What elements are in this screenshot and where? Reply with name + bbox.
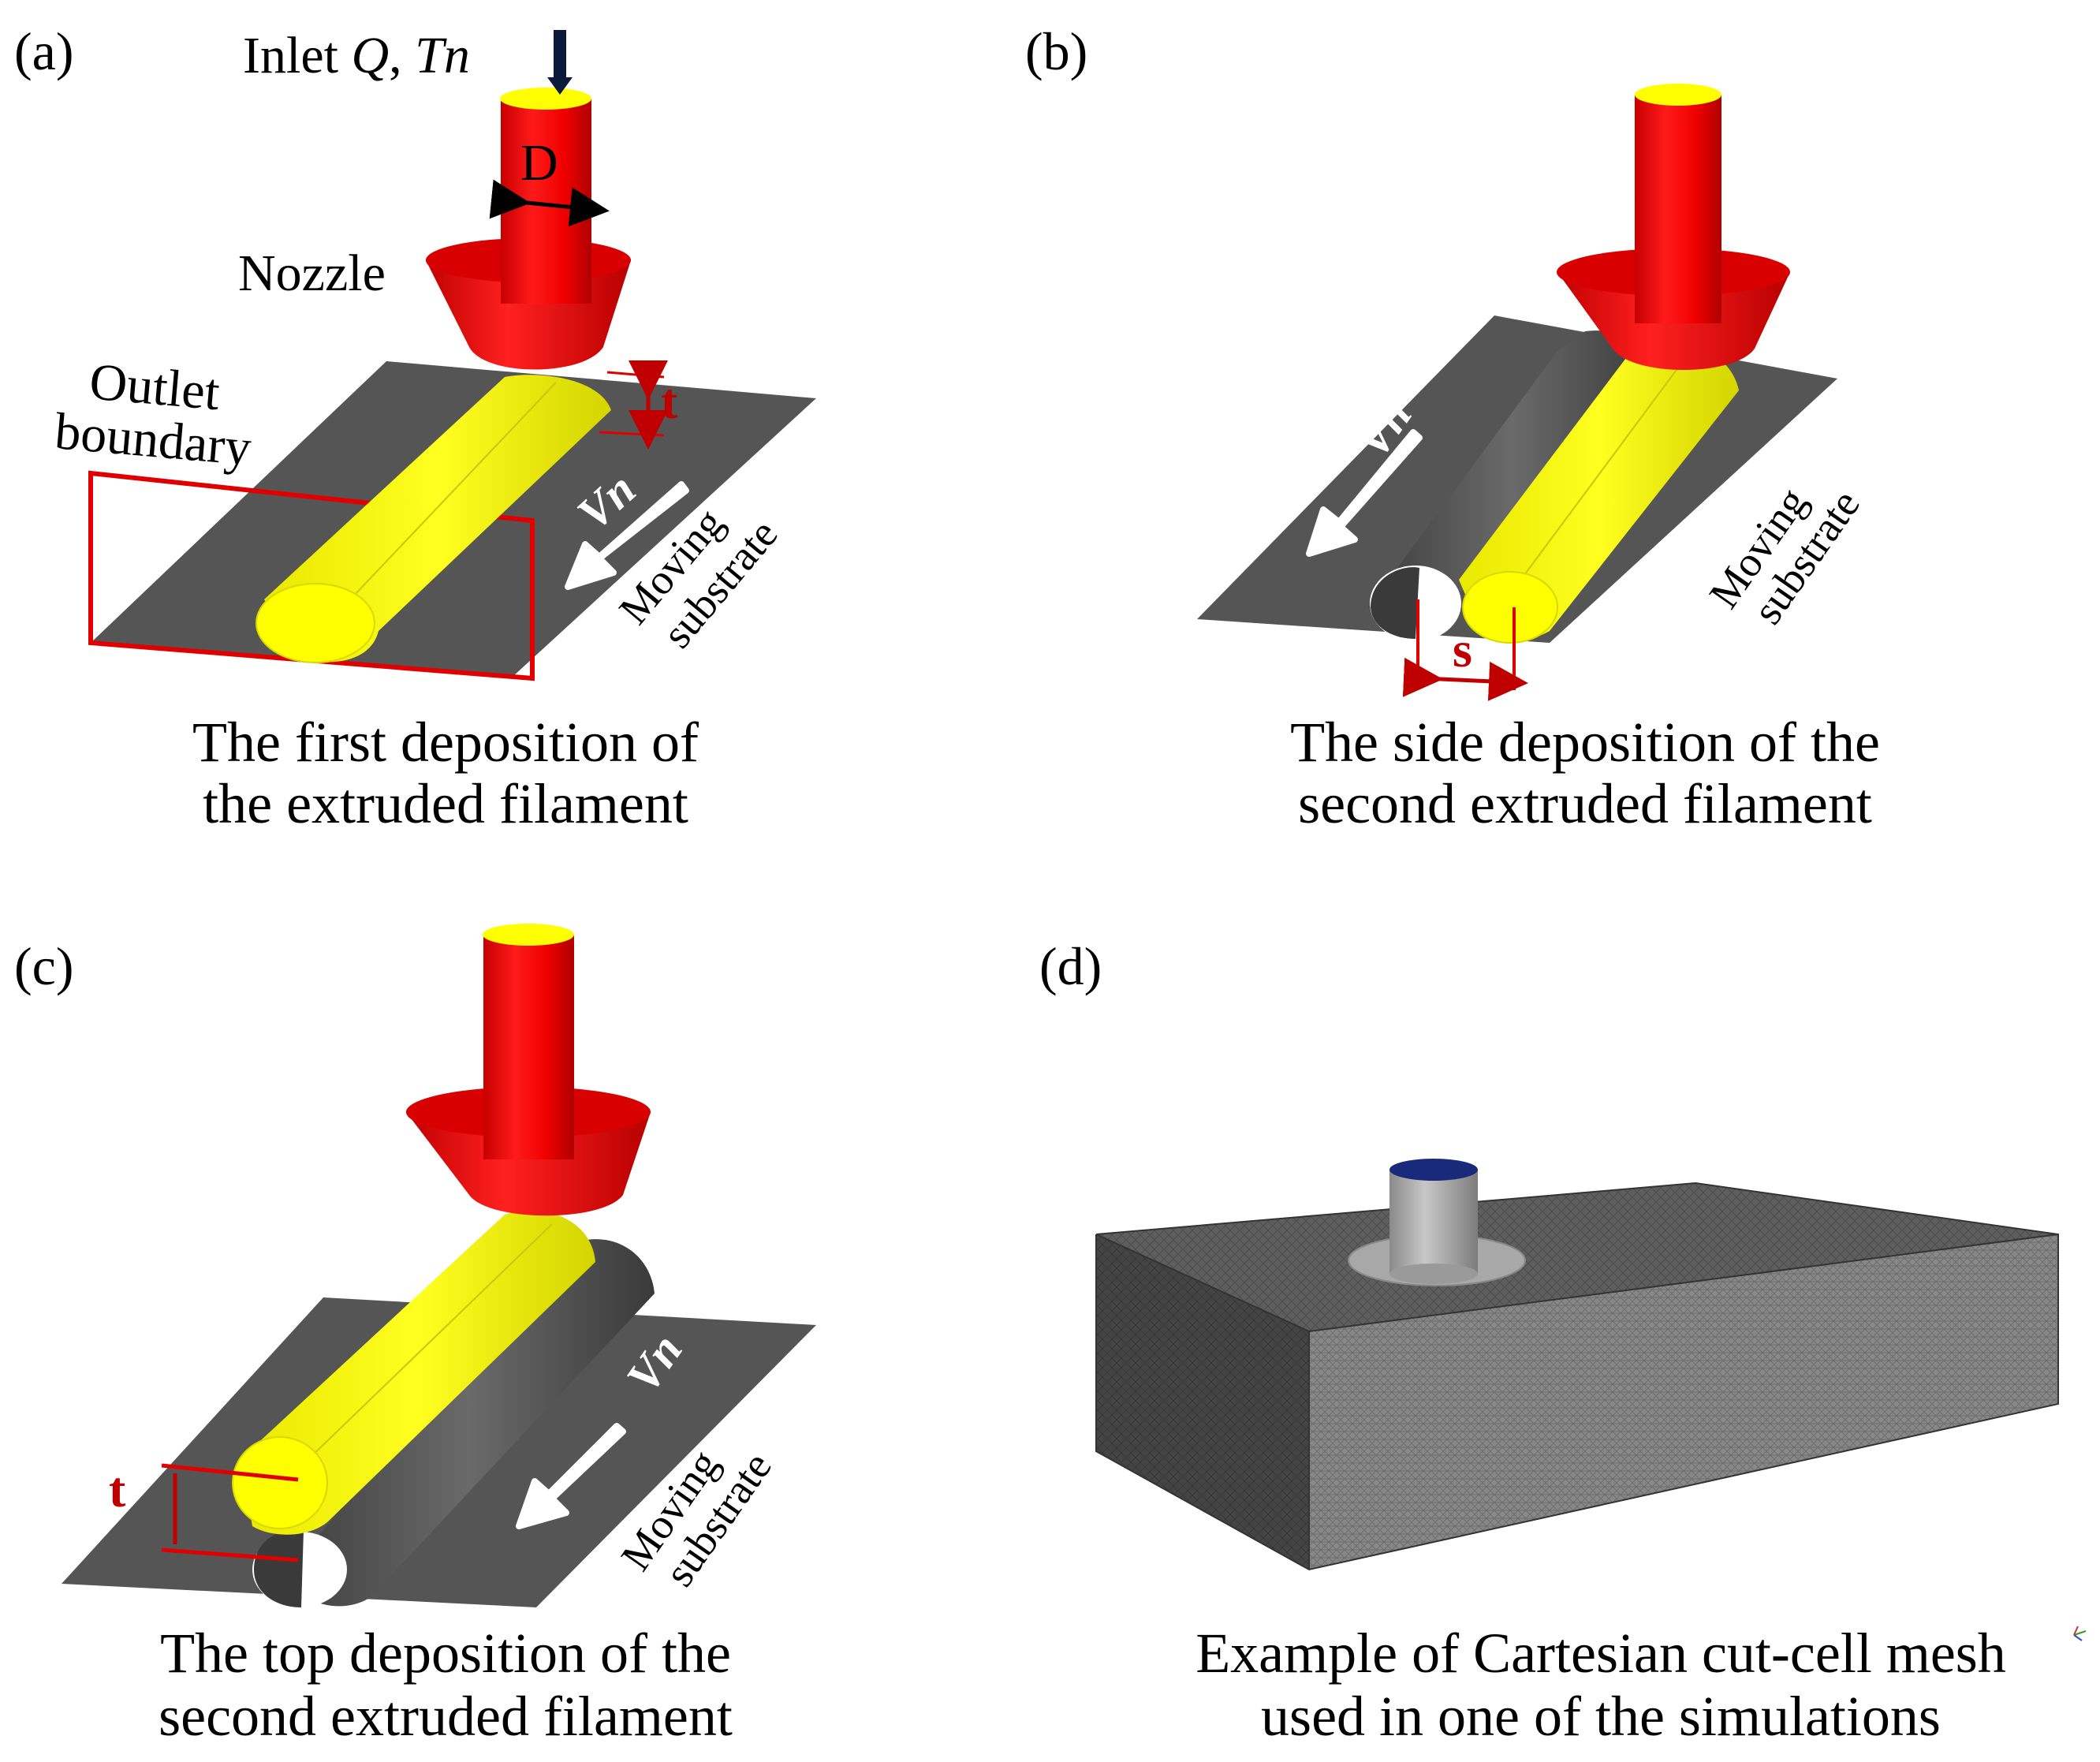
caption-a-line1: The first deposition of bbox=[192, 711, 699, 774]
thickness-bottom-line bbox=[161, 1547, 299, 1562]
nozzle-inlet-top bbox=[1635, 84, 1721, 106]
thickness-top-line bbox=[606, 371, 665, 379]
nozzle-cylinder bbox=[1635, 95, 1721, 323]
caption-d-line2: used in one of the simulations bbox=[1261, 1685, 1941, 1748]
caption-d-line1: Example of Cartesian cut-cell mesh bbox=[1195, 1622, 2006, 1685]
lower-filament-gray bbox=[284, 1239, 655, 1607]
filament-edge-line bbox=[338, 382, 557, 612]
nozzle-inlet-top bbox=[500, 88, 591, 110]
panel-b-label: (b) bbox=[1025, 21, 1087, 81]
panel-c: (c) Vn t Moving substrate The top deposi… bbox=[14, 924, 816, 1748]
inlet-arrow-head bbox=[547, 77, 573, 95]
outlet-label-line1: Outlet bbox=[88, 353, 222, 421]
panel-a: (a) Inlet Q, Tn D Nozzle Outlet boundary bbox=[14, 21, 816, 835]
panel-a-label: (a) bbox=[14, 21, 73, 81]
thickness-top-line bbox=[161, 1463, 299, 1482]
caption-b-line1: The side deposition of the bbox=[1290, 711, 1880, 774]
second-filament bbox=[241, 1211, 595, 1535]
mesh-front-face bbox=[1309, 1234, 2058, 1570]
thickness-label: t bbox=[109, 1461, 126, 1517]
nozzle-inlet-top bbox=[483, 924, 574, 946]
diameter-arrow bbox=[489, 179, 610, 227]
filament-end-cap bbox=[232, 1436, 328, 1529]
diameter-label: D bbox=[520, 134, 558, 192]
gray-filament-cavity-shade bbox=[254, 1529, 304, 1607]
filament-edge-line bbox=[283, 1223, 553, 1484]
filament-edge-line bbox=[1505, 354, 1688, 600]
caption-a-line2: the extruded filament bbox=[203, 772, 688, 835]
panel-c-label: (c) bbox=[14, 936, 73, 996]
axis-glyph-icon bbox=[2073, 1626, 2087, 1641]
panel-b: (b) Vn s Moving substrate The side depos… bbox=[1025, 21, 1880, 835]
mesh-top-face bbox=[1096, 1183, 2058, 1331]
first-filament-gray bbox=[1368, 330, 1656, 618]
second-filament bbox=[1459, 337, 1739, 640]
thickness-label: t bbox=[661, 373, 678, 429]
filament-end-cap bbox=[1462, 571, 1558, 644]
gray-filament-cavity-shade bbox=[1371, 567, 1419, 639]
caption-b-line2: second extruded filament bbox=[1298, 772, 1872, 835]
caption-c-line2: second extruded filament bbox=[159, 1685, 733, 1748]
nozzle-cylinder bbox=[483, 935, 574, 1159]
mesh-edges bbox=[1095, 1182, 2059, 1571]
mesh-nozzle-inlet bbox=[1389, 1159, 1478, 1181]
spacing-arrow bbox=[1402, 657, 1528, 701]
mesh-nozzle-bottom bbox=[1389, 1264, 1478, 1284]
velocity-arrow bbox=[565, 481, 689, 590]
spacing-label: s bbox=[1453, 622, 1472, 678]
inlet-label: Inlet Q, Tn bbox=[243, 27, 470, 84]
velocity-arrow bbox=[516, 1423, 626, 1529]
nozzle-label: Nozzle bbox=[238, 245, 386, 302]
mesh-top-edge-2 bbox=[1308, 1234, 2059, 1332]
mesh-nozzle-cylinder bbox=[1389, 1170, 1478, 1274]
panel-d: (d) Example of Cartesian cut-cell mesh u… bbox=[1039, 936, 2087, 1748]
filament-end-cap bbox=[256, 583, 375, 663]
mesh-left-face bbox=[1096, 1234, 1309, 1570]
mesh-top-edge bbox=[1095, 1234, 1310, 1332]
outlet-label-line2: boundary bbox=[53, 402, 254, 476]
velocity-arrow bbox=[1306, 429, 1423, 557]
caption-c-line1: The top deposition of the bbox=[160, 1622, 731, 1685]
panel-d-label: (d) bbox=[1039, 936, 1102, 996]
first-filament bbox=[264, 375, 611, 663]
